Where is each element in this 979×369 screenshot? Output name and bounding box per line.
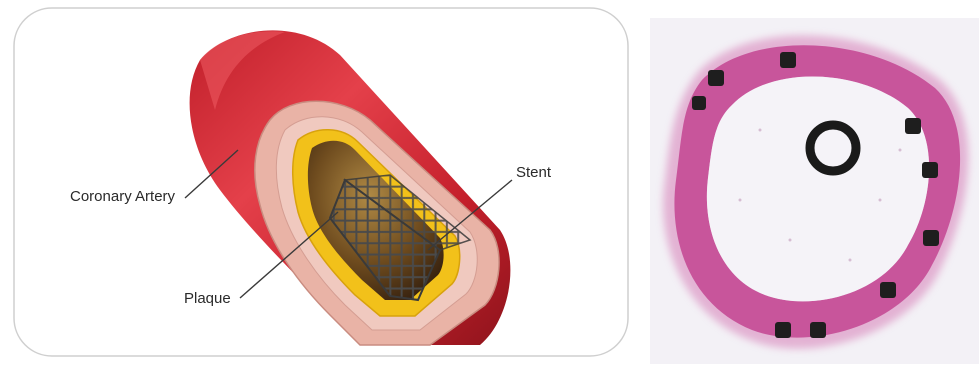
artery-illustration-panel: Coronary Artery Stent Plaque (0, 0, 640, 364)
plaque-label: Plaque (184, 290, 231, 307)
black-square-icon (692, 96, 706, 110)
black-square-icon (708, 70, 724, 86)
histology-micrograph-panel (640, 0, 979, 364)
black-square-icon (880, 282, 896, 298)
stent-label: Stent (516, 164, 551, 181)
black-square-icon (923, 230, 939, 246)
black-square-icon (810, 322, 826, 338)
black-square-icon (922, 162, 938, 178)
black-square-icon (905, 118, 921, 134)
black-square-icon (775, 322, 791, 338)
coronary-artery-label: Coronary Artery (70, 188, 175, 205)
artery-illustration (0, 0, 640, 364)
black-square-icon (780, 52, 796, 68)
histology-micrograph (640, 0, 979, 364)
